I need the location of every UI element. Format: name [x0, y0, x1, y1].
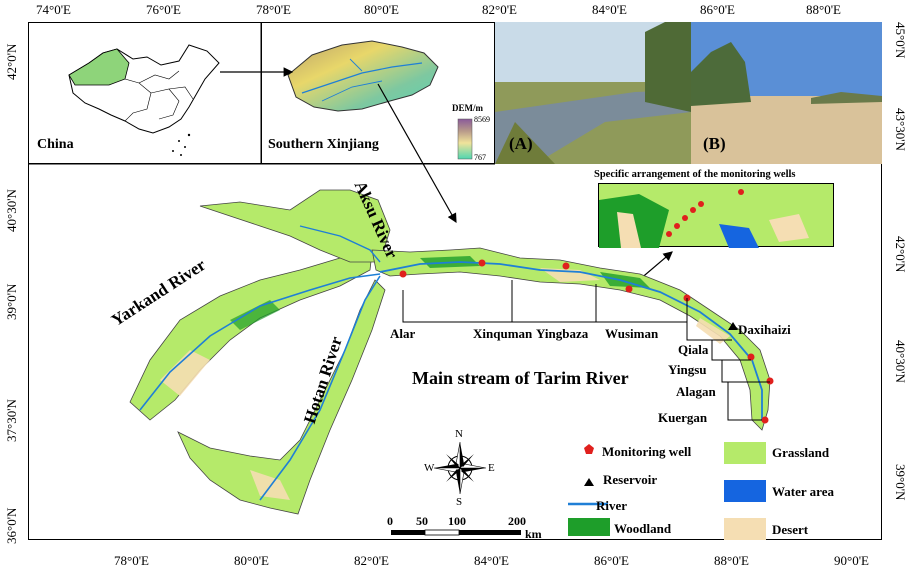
top-axis-label: 78°0'E: [256, 2, 291, 17]
wells-detail-inset: [598, 183, 834, 248]
scale-tick-50: 50: [416, 514, 428, 528]
top-axis-label: 86°0'E: [700, 2, 735, 17]
wells-detail-map: [599, 189, 809, 248]
dem-legend-bar: [457, 118, 473, 160]
station-yingbaza: Yingbaza: [536, 326, 589, 341]
bottom-axis-label: 90°0'E: [834, 553, 869, 568]
photo-a: (A): [495, 22, 691, 164]
station-alagan: Alagan: [676, 384, 716, 399]
station-qiala: Qiala: [678, 342, 709, 357]
bottom-axis-label: 78°0'E: [114, 553, 149, 568]
top-axis-label: 84°0'E: [592, 2, 627, 17]
legend-desert: Desert: [772, 522, 809, 537]
compass-w: W: [424, 462, 435, 474]
legend-woodland-swatch: [568, 518, 610, 536]
china-inset: China: [28, 22, 262, 164]
photo-b: (B): [691, 22, 882, 164]
scale-tick-0: 0: [387, 514, 393, 528]
legend-water-swatch: [724, 480, 766, 502]
dem-max: 8569: [474, 115, 490, 124]
bottom-axis-label: 80°0'E: [234, 553, 269, 568]
legend-water-area: Water area: [772, 484, 834, 499]
photo-b-label: (B): [703, 134, 726, 153]
legend-desert-swatch: [724, 518, 766, 540]
compass-e: E: [488, 462, 495, 474]
main-stream-title: Main stream of Tarim River: [412, 368, 629, 388]
station-alar: Alar: [390, 326, 416, 341]
legend-reservoir: Reservoir: [603, 472, 658, 487]
bottom-axis-label: 82°0'E: [354, 553, 389, 568]
bottom-axis-label: 86°0'E: [594, 553, 629, 568]
legend-reservoir-icon: [584, 478, 594, 486]
china-outline-map: [68, 44, 220, 156]
wells-detail-title: Specific arrangement of the monitoring w…: [594, 169, 796, 180]
scale-unit: km: [525, 527, 542, 541]
station-wusiman: Wusiman: [605, 326, 659, 341]
legend-grassland: Grassland: [772, 445, 830, 460]
photo-a-canal-image: [495, 22, 691, 164]
compass-s: S: [456, 496, 463, 508]
hotan-basin: [177, 279, 386, 515]
legend-river: River: [596, 498, 628, 513]
main-stream-basin: [371, 247, 771, 431]
dem-min: 767: [474, 153, 486, 162]
bottom-axis-label: 84°0'E: [474, 553, 509, 568]
station-daxihaizi: Daxihaizi: [738, 322, 791, 337]
legend-grassland-swatch: [724, 442, 766, 464]
legend-monitoring-well: Monitoring well: [602, 444, 692, 459]
station-yingsu: Yingsu: [668, 362, 707, 377]
dem-title: DEM/m: [452, 103, 483, 113]
photo-b-desert-image: [691, 22, 882, 164]
top-axis-label: 88°0'E: [806, 2, 841, 17]
top-axis-label: 76°0'E: [146, 2, 181, 17]
top-axis-label: 82°0'E: [482, 2, 517, 17]
china-label: China: [37, 137, 74, 152]
legend-woodland: Woodland: [614, 521, 672, 536]
scale-tick-100: 100: [448, 514, 466, 528]
top-axis-label: 74°0'E: [36, 2, 71, 17]
station-xinquman: Xinquman: [473, 326, 533, 341]
legend-well-icon: [584, 444, 594, 454]
station-kuergan: Kuergan: [658, 410, 708, 425]
bottom-axis-label: 88°0'E: [714, 553, 749, 568]
compass-n: N: [455, 428, 463, 440]
xinjiang-label: Southern Xinjiang: [268, 137, 379, 152]
aksu-basin: [199, 189, 391, 263]
scale-tick-200: 200: [508, 514, 526, 528]
top-axis-label: 80°0'E: [364, 2, 399, 17]
photo-a-label: (A): [509, 134, 533, 153]
